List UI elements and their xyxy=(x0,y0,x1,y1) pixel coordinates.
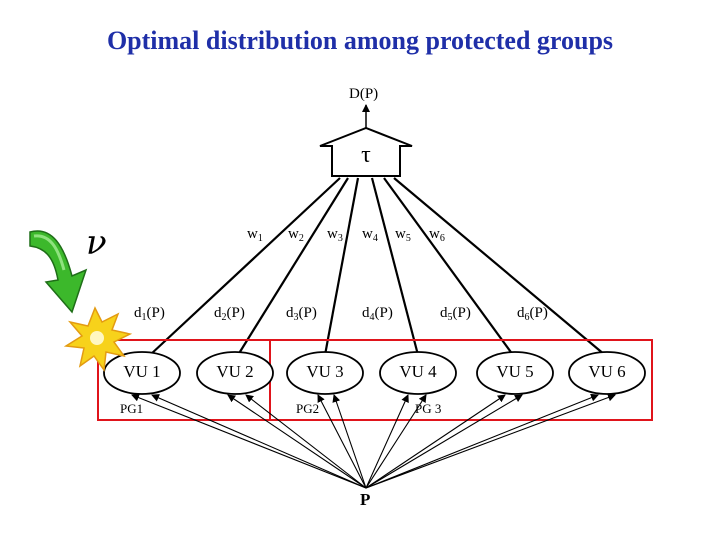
arrow-p-vu2b xyxy=(245,394,367,489)
aggregator-node xyxy=(319,126,413,177)
group-label-pg3: PG 3 xyxy=(415,401,442,416)
vu-label: VU 3 xyxy=(306,362,344,381)
vu1-node xyxy=(103,351,181,395)
arrow-p-vu4b xyxy=(365,394,427,489)
weight-edges xyxy=(149,177,606,356)
vu-label: VU 5 xyxy=(496,362,534,381)
arrow-p-vu6b xyxy=(365,393,616,489)
distribution-label: d5(P) xyxy=(440,305,471,323)
edge-vu6 xyxy=(393,177,606,356)
arrow-p-vu5 xyxy=(365,394,506,489)
arrow-p-vu3 xyxy=(317,394,367,489)
edge-vu2 xyxy=(237,177,349,356)
weight-label: w1 xyxy=(247,226,263,244)
group-label-pg2: PG2 xyxy=(296,401,320,416)
output-label: D(P) xyxy=(349,86,379,102)
distribution-label: d6(P) xyxy=(517,305,548,323)
distribution-label: d1(P) xyxy=(134,305,165,323)
vu4-node xyxy=(379,351,457,395)
arrow-p-vu1 xyxy=(131,393,367,489)
weight-label: w4 xyxy=(362,226,378,244)
vu-label: VU 1 xyxy=(123,362,161,381)
edge-vu5 xyxy=(383,177,514,356)
arrow-p-vu5b xyxy=(365,394,523,489)
distribution-label: d4(P) xyxy=(362,305,393,323)
source-label: P xyxy=(360,490,371,509)
arrow-p-vu3b xyxy=(332,394,367,489)
edge-vu3 xyxy=(323,177,360,356)
attacker-symbol: ν xyxy=(86,223,107,263)
edge-vu1 xyxy=(149,177,341,356)
weight-label: w6 xyxy=(429,226,445,244)
weight-label: w5 xyxy=(395,226,411,244)
group-label-pg1: PG1 xyxy=(120,401,144,416)
arrow-p-vu6 xyxy=(365,393,599,489)
vu-label: VU 6 xyxy=(588,362,626,381)
distribution-label: d3(P) xyxy=(286,305,317,323)
vu6-node xyxy=(568,351,646,395)
arrow-p-vu1b xyxy=(151,394,367,489)
weight-label: w2 xyxy=(288,226,304,244)
diagram-title: Optimal distribution among protected gro… xyxy=(106,26,614,55)
vu-label: VU 2 xyxy=(216,362,254,381)
weight-label: w3 xyxy=(327,226,343,244)
attack-arrow-icon xyxy=(29,230,88,314)
edge-vu4 xyxy=(370,177,420,356)
arrow-p-vu2 xyxy=(227,394,367,489)
distribution-label: d2(P) xyxy=(214,305,245,323)
vu-nodes xyxy=(103,351,646,395)
aggregator-symbol: τ xyxy=(361,142,371,168)
vu5-node xyxy=(476,351,554,395)
vu2-node xyxy=(196,351,274,395)
vu3-node xyxy=(286,351,364,395)
vu-label: VU 4 xyxy=(399,362,437,381)
source-arrows xyxy=(131,393,616,489)
arrow-p-vu4 xyxy=(365,394,409,489)
